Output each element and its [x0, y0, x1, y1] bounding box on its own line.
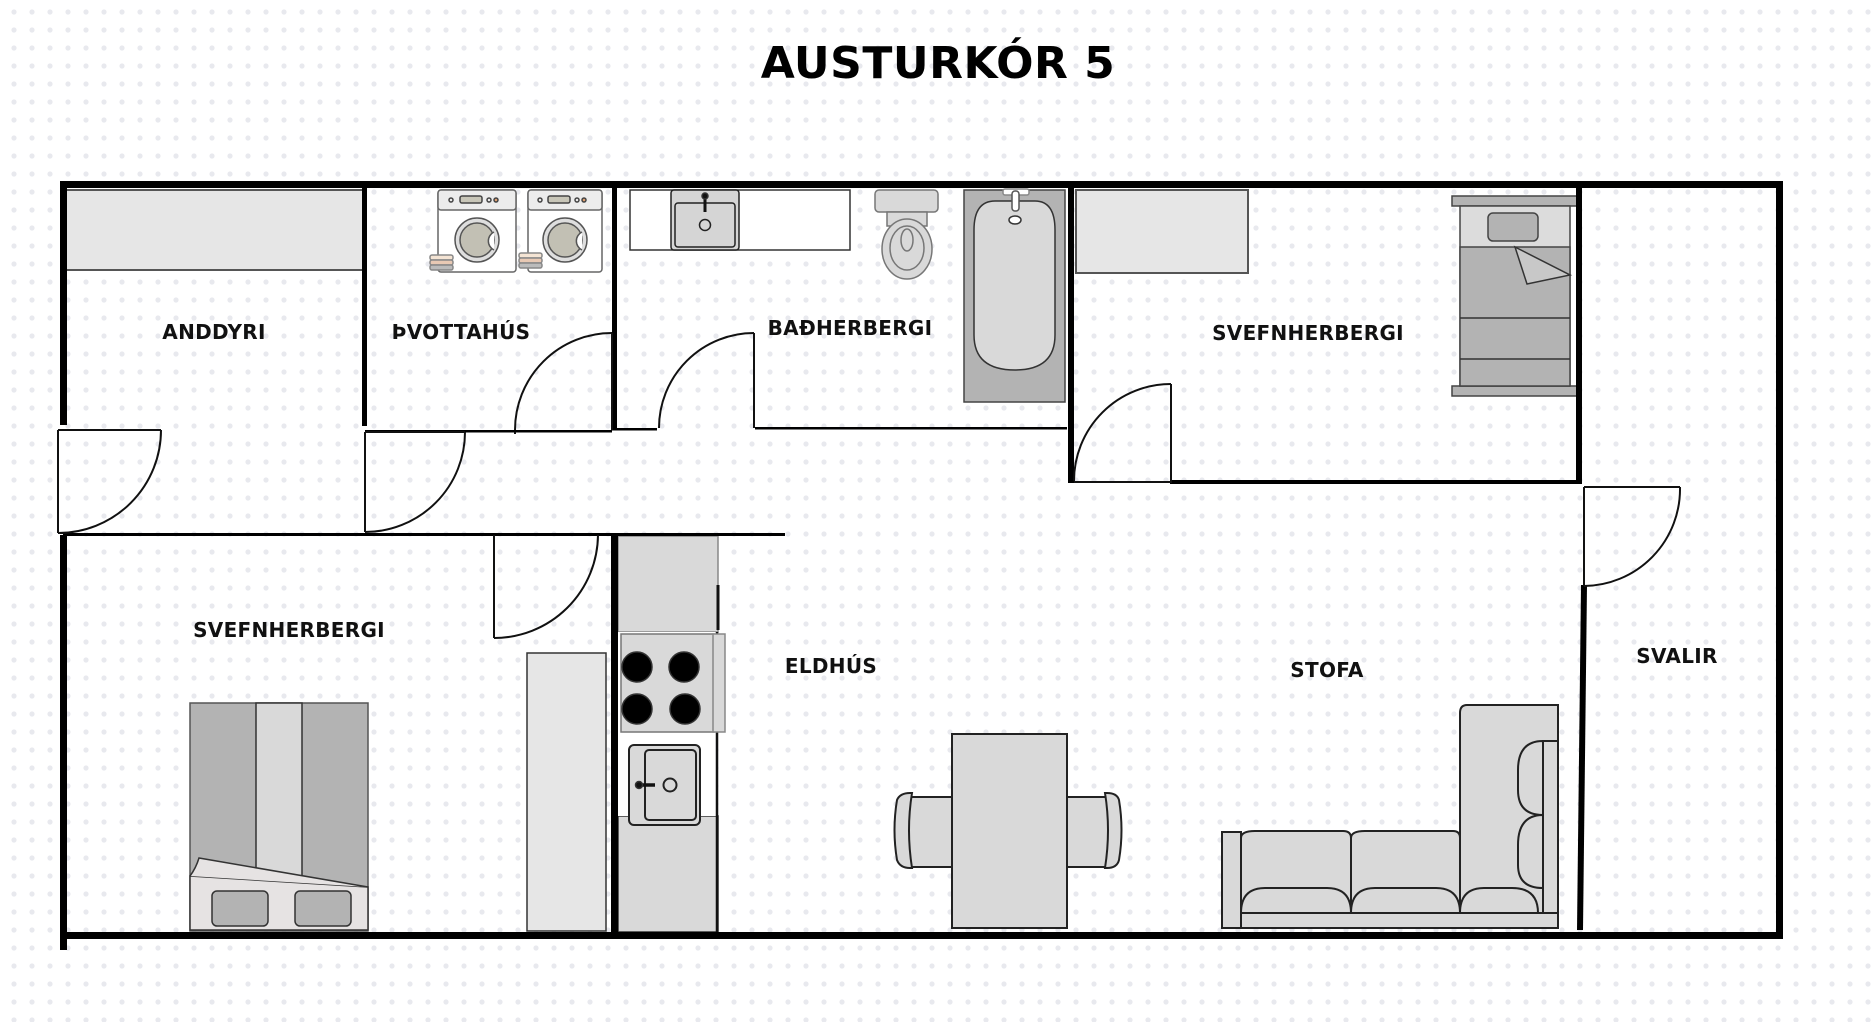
washing-machine-1	[429, 189, 517, 273]
room-label-badherbergi: BAÐHERBERGI	[767, 316, 933, 340]
room-label-svefnherbergi-1: SVEFNHERBERGI	[1212, 321, 1404, 345]
page-title: AUSTURKÓR 5	[760, 38, 1116, 89]
front-door[interactable]	[57, 429, 162, 534]
kitchen-stove	[620, 633, 726, 733]
hall-corridor-door[interactable]	[364, 431, 466, 533]
single-bed	[1451, 195, 1580, 397]
doors	[57, 332, 1682, 639]
room-label-svefnherbergi-2: SVEFNHERBERGI	[193, 618, 385, 642]
bathroom-door[interactable]	[658, 332, 755, 429]
wall-hall-laundry	[362, 188, 367, 426]
toilet	[874, 189, 939, 280]
corner-sofa	[1221, 704, 1559, 929]
room-label-anddyri: ANDDYRI	[162, 320, 266, 344]
dining-table	[893, 733, 1123, 929]
outer-wall-top	[63, 181, 1782, 188]
kitchen-counter	[617, 535, 720, 933]
bedroom-2-door[interactable]	[493, 534, 599, 639]
tall-wardrobe	[526, 652, 607, 932]
double-bed	[189, 702, 369, 932]
walls	[60, 181, 1783, 950]
bathroom-counter	[629, 189, 851, 251]
bathroom-sink	[670, 189, 740, 251]
room-label-svalir: SVALIR	[1636, 644, 1718, 668]
entry-closet	[65, 189, 365, 271]
room-label-stofa: STOFA	[1290, 658, 1364, 682]
room-label-thvottahus: ÞVOTTAHÚS	[391, 320, 531, 344]
kitchen-sink	[628, 744, 701, 826]
bathtub	[963, 188, 1066, 403]
bedroom-1-door[interactable]	[1073, 383, 1172, 483]
laundry-door[interactable]	[514, 332, 613, 434]
balcony-door[interactable]	[1583, 486, 1682, 587]
outer-wall-right	[1776, 181, 1783, 939]
outer-wall-left-lower	[60, 535, 67, 950]
bedroom-wardrobe	[1075, 189, 1249, 274]
outer-wall-left-upper	[60, 181, 67, 425]
room-label-eldhus: ELDHÚS	[784, 654, 878, 678]
washing-machine-2	[518, 189, 603, 273]
outer-wall-bottom	[63, 932, 1782, 939]
